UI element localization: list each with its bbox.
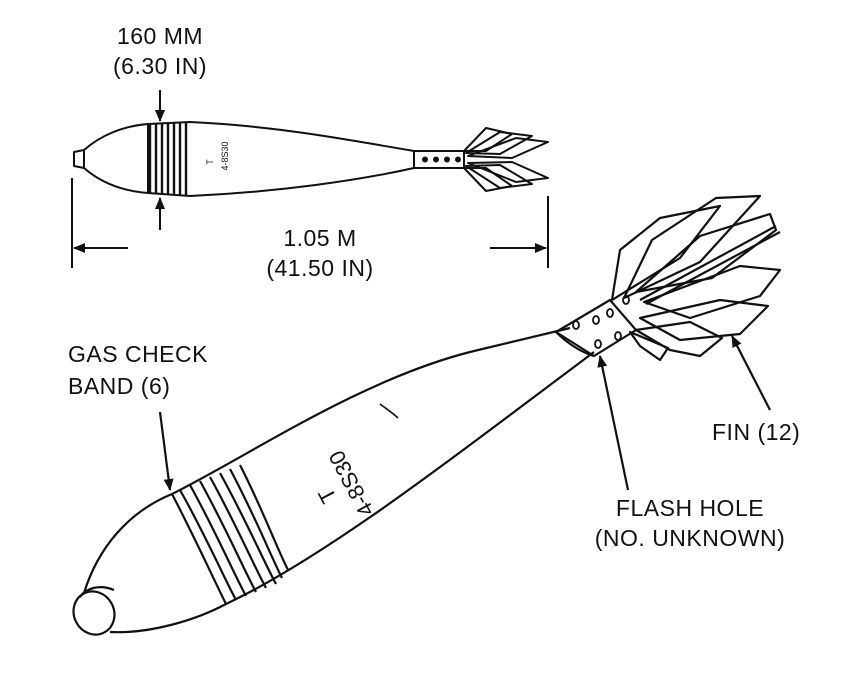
perspective-view xyxy=(72,194,782,636)
callout-leaders xyxy=(158,335,771,491)
length-in-label: (41.50 IN) xyxy=(266,255,374,281)
side-tail-boom xyxy=(413,150,465,169)
projectile-body xyxy=(171,326,595,605)
side-marking-code: 4-8S30 xyxy=(220,141,230,170)
flash-hole-leader xyxy=(597,355,630,491)
flash-hole-label-line1: FLASH HOLE xyxy=(615,495,765,521)
side-nose-tip xyxy=(73,149,85,169)
nose-ogive xyxy=(82,492,227,634)
side-view xyxy=(73,121,549,197)
side-gas-check-bands xyxy=(148,122,188,196)
fins xyxy=(610,194,782,362)
fin-leader xyxy=(731,335,771,411)
gas-check-label-line1: GAS CHECK xyxy=(68,341,208,367)
diameter-in-label: (6.30 IN) xyxy=(113,53,207,79)
body-marking-code: 4-8S30 xyxy=(324,446,379,520)
length-dimension xyxy=(71,178,549,268)
side-marking-letter: T xyxy=(205,159,215,165)
gas-check-leader xyxy=(158,411,174,491)
body-marking-letter: T xyxy=(313,484,341,508)
side-body xyxy=(147,121,415,197)
fin-label: FIN (12) xyxy=(712,419,801,445)
side-nose xyxy=(83,123,149,194)
gas-check-bands xyxy=(171,464,289,605)
side-fins xyxy=(463,127,549,192)
flash-hole-label-line2: (NO. UNKNOWN) xyxy=(594,525,786,551)
gas-check-label-line2: BAND (6) xyxy=(68,373,171,399)
length-m-label: 1.05 M xyxy=(283,225,357,251)
diameter-mm-label: 160 MM xyxy=(116,23,204,49)
